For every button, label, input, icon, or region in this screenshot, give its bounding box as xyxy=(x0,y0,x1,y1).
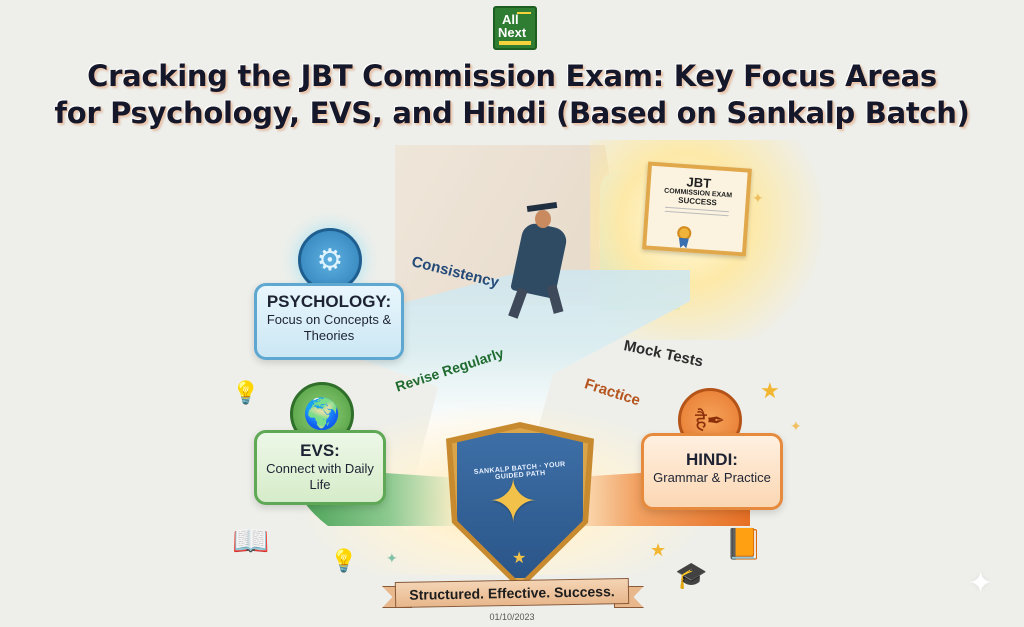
evs-subtitle: Connect with Daily Life xyxy=(266,461,374,492)
hindi-title: HINDI: xyxy=(686,450,738,469)
sparkle-icon: ✦ xyxy=(790,418,802,434)
brain-gear-glyph: ⚙ xyxy=(316,243,344,277)
book-icon: 📙 xyxy=(725,528,763,561)
lightbulb-icon: 💡 xyxy=(330,548,358,573)
star-icon: ★ xyxy=(512,550,527,567)
psychology-card: PSYCHOLOGY: Focus on Concepts & Theories xyxy=(254,283,404,360)
certificate-icon: JBT COMMISSION EXAM SUCCESS xyxy=(642,161,752,257)
allnext-logo: All Next xyxy=(493,6,537,50)
graduate-head xyxy=(535,210,551,228)
graduation-cap-icon: 🎓 xyxy=(675,560,708,590)
star-icon: ★ xyxy=(760,378,780,403)
psychology-title: PSYCHOLOGY: xyxy=(266,292,392,311)
star-icon: ★ xyxy=(650,540,667,560)
motto-banner: Structured. Effective. Success. xyxy=(394,577,630,609)
title-line-2: for Psychology, EVS, and Hindi (Based on… xyxy=(54,96,970,130)
sparkle-icon: ✦ xyxy=(968,567,994,600)
hindi-subtitle: Grammar & Practice xyxy=(653,470,771,485)
psychology-subtitle: Focus on Concepts & Theories xyxy=(266,312,392,343)
evs-card: EVS: Connect with Daily Life xyxy=(254,430,386,505)
compass-star-icon: ✦ xyxy=(488,468,539,535)
title-line-1: Cracking the JBT Commission Exam: Key Fo… xyxy=(87,59,937,93)
globe-glyph: 🌍 xyxy=(303,397,341,431)
logo-line1: All xyxy=(502,12,519,27)
ribbon-icon xyxy=(678,238,689,249)
hindi-card: HINDI: Grammar & Practice xyxy=(641,433,783,510)
graduate-figure-icon xyxy=(505,200,575,320)
date-stamp: 01/10/2023 xyxy=(489,612,535,622)
page-title: Cracking the JBT Commission Exam: Key Fo… xyxy=(0,58,1024,132)
open-book-icon: 📖 xyxy=(232,525,270,558)
sparkle-icon: ✦ xyxy=(386,550,398,566)
sparkle-icon: ✦ xyxy=(752,190,764,206)
hindi-pen-glyph: है✒ xyxy=(694,408,726,433)
lightbulb-icon: 💡 xyxy=(232,380,260,405)
logo-line2: Next xyxy=(498,25,527,40)
evs-title: EVS: xyxy=(300,441,340,460)
graduate-leg xyxy=(546,284,564,314)
graduate-leg xyxy=(508,287,528,319)
label-mock-tests: Mock Tests xyxy=(622,337,705,371)
logo-accent xyxy=(517,12,531,14)
logo-bar xyxy=(499,41,531,45)
